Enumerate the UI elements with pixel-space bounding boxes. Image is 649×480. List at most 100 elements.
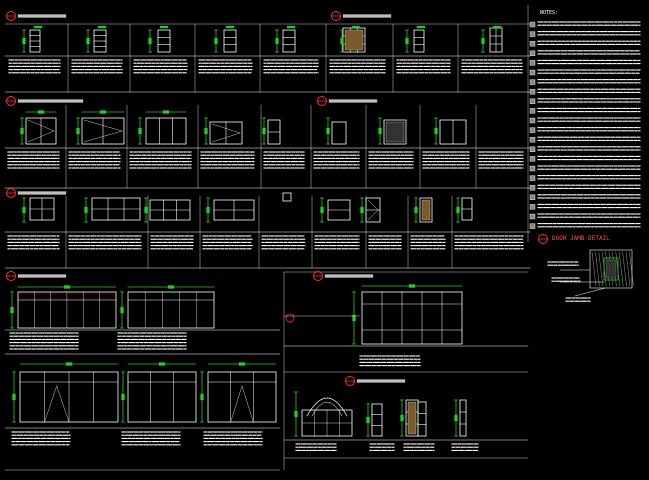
note-text (537, 88, 641, 93)
note-bullet (529, 50, 536, 56)
elev-3e-small (282, 192, 292, 202)
note-bullet (529, 146, 536, 153)
dim-text (167, 285, 175, 289)
row2-top-dim-a (25, 110, 57, 114)
elev-2f (331, 121, 347, 145)
sf-top-b (127, 362, 197, 366)
row2-notes (368, 151, 414, 169)
note-bullet (529, 127, 536, 133)
row1-notes (329, 59, 386, 74)
note-text (537, 40, 641, 45)
row2-notes (422, 151, 470, 169)
row2-title-right (317, 96, 378, 106)
frame (413, 29, 425, 53)
row1-notes (133, 59, 188, 74)
curtain-wall (361, 291, 463, 345)
note-text (537, 127, 641, 132)
elev-2a (25, 117, 57, 145)
row1-top-dim (351, 25, 361, 29)
dim-text (144, 206, 148, 214)
note-bullet (529, 223, 536, 229)
dim-text (121, 393, 125, 401)
dim-text (366, 416, 370, 424)
sf-notes-b (121, 431, 181, 446)
title-marker-circle (317, 96, 327, 106)
row3-notes (314, 235, 360, 250)
dim-text (360, 206, 364, 214)
note-text (537, 155, 641, 161)
dim-text (262, 127, 266, 135)
frame (145, 117, 187, 145)
dim-text (481, 37, 485, 45)
dim-text (99, 110, 107, 114)
note-bullet (529, 117, 536, 124)
swing-line (211, 123, 241, 134)
title-bar (328, 99, 378, 103)
row3-notes (261, 235, 306, 250)
elev-2c (145, 117, 187, 145)
elev-1g (413, 29, 425, 53)
row1-notes (198, 59, 253, 74)
row1-notes (71, 59, 123, 74)
note-bullet (529, 204, 536, 210)
note-text (537, 50, 641, 55)
storefront-c (207, 371, 277, 423)
door-swing (56, 385, 70, 423)
row3-dim-4 (320, 197, 324, 223)
row4-top-dim-a (17, 285, 117, 289)
e4-dim-b (400, 399, 404, 437)
dim-text (138, 127, 142, 135)
swing-line (27, 119, 55, 132)
row1-top-dim (225, 25, 235, 29)
row4-top-dim-b (127, 285, 215, 289)
row2-notes (313, 151, 360, 169)
elev-4d (459, 399, 467, 437)
note-text (537, 223, 641, 228)
dim-text (162, 110, 170, 114)
dim-text (200, 393, 204, 401)
panel-fill (344, 29, 364, 51)
dim-text (20, 127, 24, 135)
row1-notes (8, 59, 61, 74)
note-text (537, 146, 641, 151)
frame (282, 192, 292, 202)
title-bar (17, 14, 67, 18)
elev-1b (93, 29, 107, 53)
row1-notes (396, 59, 451, 74)
row1-dim-0 (22, 29, 26, 53)
row1-dim-4 (275, 29, 279, 53)
elev-1e (282, 29, 296, 53)
elev-3f (327, 199, 351, 221)
jamb-label (551, 277, 581, 282)
title-marker-circle (331, 11, 341, 21)
row2-top-dim-c (145, 110, 187, 114)
e4-dim-a (366, 403, 370, 437)
title-bar (324, 274, 374, 278)
row4-notes-a (9, 332, 79, 350)
elev-3h (419, 197, 433, 223)
row1-dim-1 (86, 29, 90, 53)
frame (383, 119, 407, 145)
title-bar (342, 14, 392, 18)
note-bullet (529, 175, 536, 181)
sf-top-a (19, 362, 119, 366)
row3-dim-7 (456, 197, 460, 223)
row2-dim-3 (204, 117, 208, 145)
cw-title (313, 271, 374, 281)
storefront-b (127, 371, 197, 423)
elev-3a (29, 197, 55, 221)
storefront-frame (207, 371, 277, 423)
note-bullet (529, 165, 536, 172)
note-bullet (529, 31, 536, 37)
row3-dim-5 (360, 197, 364, 223)
swing-line (83, 119, 123, 132)
dim-text (86, 37, 90, 45)
dim-text (320, 206, 324, 214)
row3-dim-0 (22, 197, 26, 223)
dim-text (158, 362, 166, 366)
row2-dim-4 (262, 117, 266, 145)
elev-2e (267, 119, 281, 145)
row3-dim-1 (84, 197, 88, 223)
frame (223, 29, 237, 53)
elev-3i (461, 197, 473, 221)
